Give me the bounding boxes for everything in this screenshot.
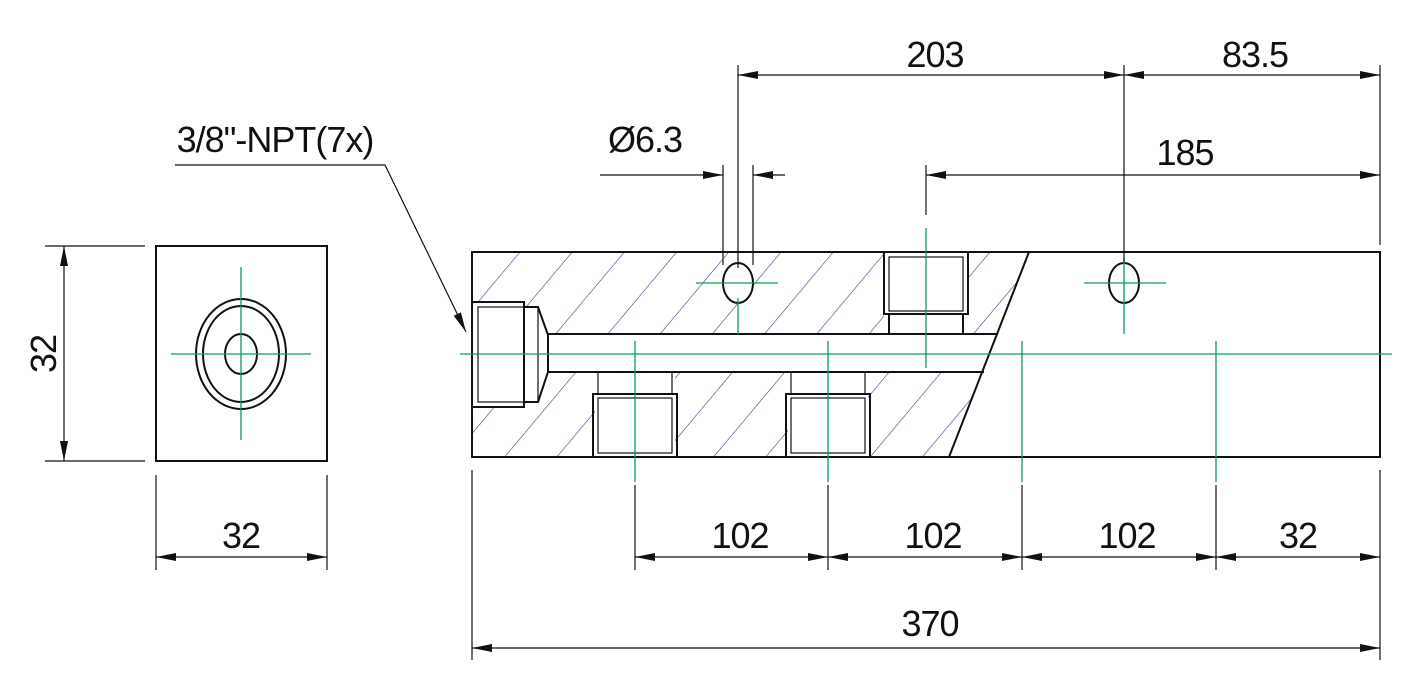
- side-view: [155, 245, 328, 462]
- dim-text-side-width: 32: [222, 515, 260, 556]
- dimensions: 3/8"-NPT(7x) 203 83.5 Ø6.3 185 32 32 102…: [23, 34, 1381, 660]
- thread-leader: [175, 164, 467, 333]
- dim-text-83-5: 83.5: [1222, 34, 1288, 75]
- side-view-outline: [155, 245, 328, 462]
- dim-text-185: 185: [1156, 132, 1213, 173]
- dim-text-side-height: 32: [23, 335, 64, 373]
- centerlines: [460, 228, 1392, 482]
- thread-callout: 3/8"-NPT(7x): [177, 119, 374, 160]
- dim-text-pitch-1: 102: [711, 515, 768, 556]
- dim-text-pitch-2: 102: [904, 515, 961, 556]
- section-view: [460, 228, 1392, 482]
- dim-text-diameter: Ø6.3: [608, 119, 682, 160]
- dim-text-370: 370: [901, 603, 958, 644]
- dim-text-203: 203: [906, 34, 963, 75]
- dim-text-end-offset: 32: [1279, 515, 1317, 556]
- dim-text-pitch-3: 102: [1098, 515, 1155, 556]
